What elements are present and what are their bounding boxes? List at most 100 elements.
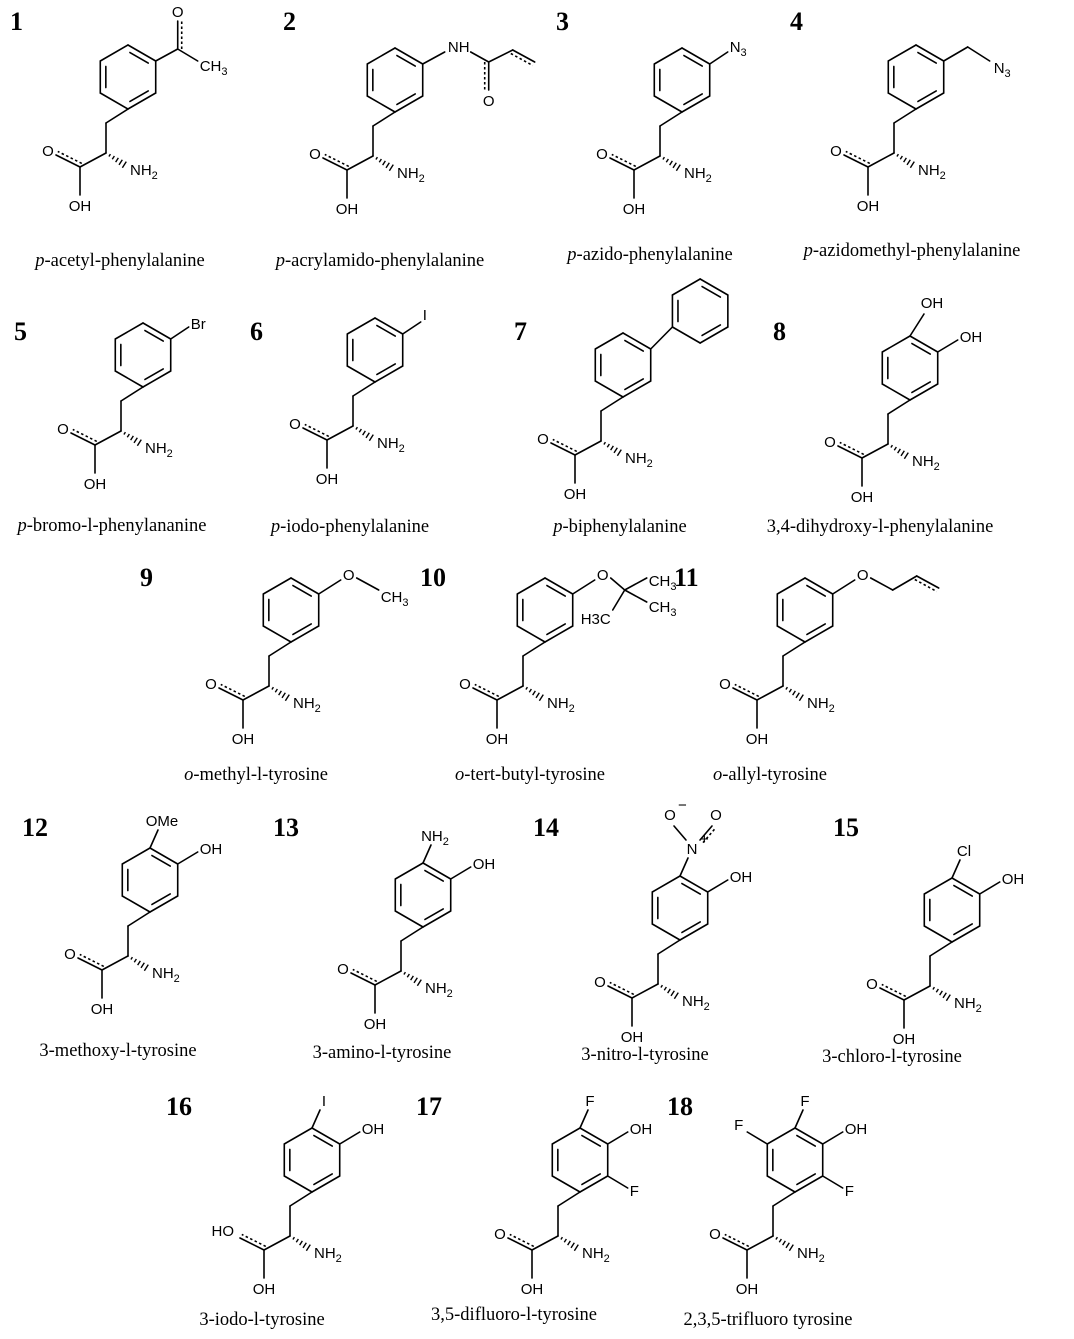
compound-number: 2 bbox=[283, 7, 296, 36]
compound-name: p-biphenylalanine bbox=[551, 517, 687, 537]
compound-number: 13 bbox=[273, 813, 299, 842]
charge-plus: + bbox=[700, 831, 709, 848]
atom-label: CH3 bbox=[200, 58, 228, 78]
amine-label: NH2 bbox=[377, 435, 405, 455]
carbonyl-oxygen-label: O bbox=[289, 416, 301, 433]
carbonyl-oxygen-label: O bbox=[57, 421, 69, 438]
carbonyl-oxygen-label: O bbox=[596, 146, 608, 163]
hydroxyl-label: OH bbox=[746, 731, 769, 748]
compound-name: 3,5-difluoro-l-tyrosine bbox=[431, 1305, 597, 1325]
atom-label: OH bbox=[845, 1121, 868, 1138]
atom-label: OMe bbox=[146, 813, 179, 830]
hydroxyl-label: OH bbox=[364, 1016, 387, 1033]
atom-label: I bbox=[423, 307, 427, 324]
compound-name: 3-methoxy-l-tyrosine bbox=[39, 1041, 196, 1061]
hydroxyl-label: OH bbox=[564, 486, 587, 503]
atom-label: O bbox=[343, 567, 355, 584]
hydroxyl-label: OH bbox=[316, 471, 339, 488]
atom-label: OH bbox=[921, 295, 944, 312]
hydroxyl-label: OH bbox=[91, 1001, 114, 1018]
atom-label: Cl bbox=[957, 843, 971, 860]
atom-label: O bbox=[597, 567, 609, 584]
compound-name: o-methyl-l-tyrosine bbox=[184, 765, 328, 785]
atom-label: O bbox=[483, 93, 495, 110]
atom-label: O bbox=[664, 807, 676, 824]
carbonyl-oxygen-label: O bbox=[309, 146, 321, 163]
compound-number: 15 bbox=[833, 813, 859, 842]
hydroxyl-label: OH bbox=[336, 201, 359, 218]
compound-number: 18 bbox=[667, 1092, 693, 1121]
atom-label: OH bbox=[1002, 871, 1025, 888]
compound-name: 3-chloro-l-tyrosine bbox=[822, 1047, 962, 1067]
amine-label: NH2 bbox=[397, 165, 425, 185]
carbonyl-oxygen-label: O bbox=[494, 1226, 506, 1243]
compound-number: 5 bbox=[14, 317, 27, 346]
carbonyl-oxygen-label: O bbox=[719, 676, 731, 693]
hydroxyl-label: OH bbox=[623, 201, 646, 218]
compound-2: 2 p-acrylamido-phenylalanine O OH NH2 NH O bbox=[274, 7, 536, 271]
compound-number: 14 bbox=[533, 813, 559, 842]
hydroxyl-label: OH bbox=[893, 1031, 916, 1048]
carbonyl-oxygen-label: O bbox=[830, 143, 842, 160]
hydroxyl-label: OH bbox=[857, 198, 880, 215]
compound-name: p-azidomethyl-phenylalanine bbox=[802, 241, 1021, 261]
atom-label: NH2 bbox=[421, 828, 449, 848]
compound-number: 12 bbox=[22, 813, 48, 842]
compound-number: 6 bbox=[250, 317, 263, 346]
carbonyl-oxygen-label: O bbox=[594, 974, 606, 991]
amine-label: NH2 bbox=[684, 165, 712, 185]
carbonyl-oxygen-label: O bbox=[205, 676, 217, 693]
compound-number: 7 bbox=[514, 317, 527, 346]
amine-label: NH2 bbox=[912, 453, 940, 473]
atom-label: I bbox=[322, 1093, 326, 1110]
amine-label: NH2 bbox=[625, 450, 653, 470]
compound-number: 16 bbox=[166, 1092, 192, 1121]
amine-label: NH2 bbox=[954, 995, 982, 1015]
atom-label: F bbox=[845, 1183, 854, 1200]
hydroxyl-label: OH bbox=[253, 1281, 276, 1298]
atom-label: OH bbox=[362, 1121, 385, 1138]
hydroxyl-label: OH bbox=[521, 1281, 544, 1298]
amine-label: NH2 bbox=[682, 993, 710, 1013]
atom-label: OH bbox=[630, 1121, 653, 1138]
hydroxyl-label: OH bbox=[621, 1029, 644, 1046]
amine-label: NH2 bbox=[293, 695, 321, 715]
compound-number: 8 bbox=[773, 317, 786, 346]
atom-label: OH bbox=[473, 856, 496, 873]
amine-label: NH2 bbox=[582, 1245, 610, 1265]
atom-label: H3C bbox=[581, 611, 611, 628]
hydroxyl-label: OH bbox=[69, 198, 92, 215]
amine-label: NH2 bbox=[314, 1245, 342, 1265]
atom-label: N bbox=[687, 841, 698, 858]
atom-label: CH3 bbox=[381, 589, 409, 609]
amine-label: NH2 bbox=[547, 695, 575, 715]
compound-name: p-acrylamido-phenylalanine bbox=[274, 251, 485, 271]
compound-number: 4 bbox=[790, 7, 803, 36]
amine-label: NH2 bbox=[918, 162, 946, 182]
compound-name: 2,3,5-trifluoro tyrosine bbox=[683, 1310, 852, 1330]
atom-label: F bbox=[800, 1093, 809, 1110]
carbonyl-oxygen-label: O bbox=[337, 961, 349, 978]
atom-label: OH bbox=[730, 869, 753, 886]
compound-number: 9 bbox=[140, 563, 153, 592]
compound-number: 11 bbox=[674, 563, 699, 592]
atom-label: NH bbox=[448, 39, 470, 56]
atom-label: F bbox=[630, 1183, 639, 1200]
carboxyl-hydroxyl-label: HO bbox=[212, 1223, 235, 1240]
hydroxyl-label: OH bbox=[486, 731, 509, 748]
carbonyl-oxygen-label: O bbox=[64, 946, 76, 963]
